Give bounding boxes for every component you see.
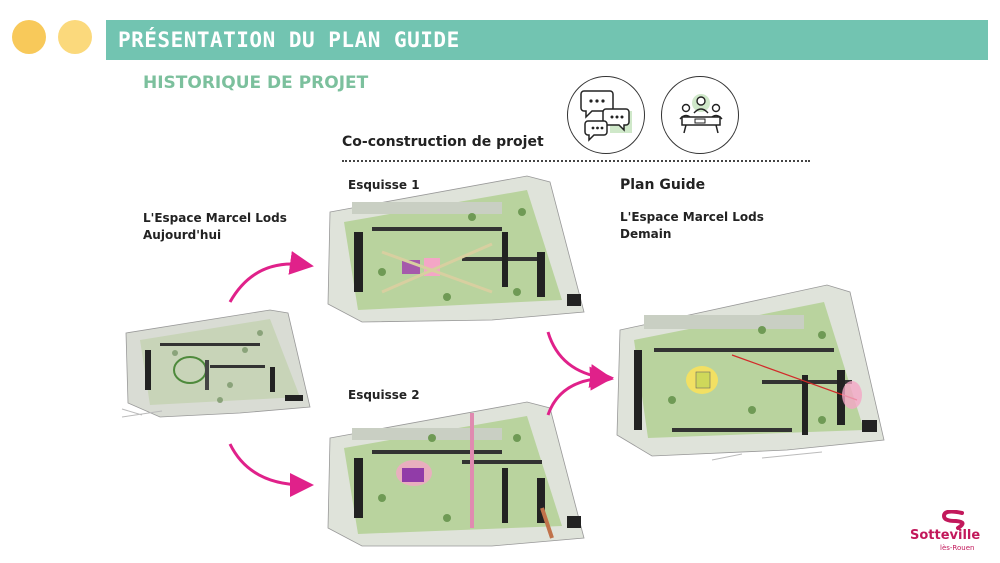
sotteville-logo: Sotteville lès-Rouen: [910, 510, 994, 558]
page-title: PRÉSENTATION DU PLAN GUIDE: [118, 28, 460, 52]
arrow-sketch2-to-plan: [546, 366, 614, 416]
sketch2-label: Esquisse 2: [348, 388, 420, 402]
sketch1-label: Esquisse 1: [348, 178, 420, 192]
dotted-divider: [342, 160, 810, 162]
future-label-line1: L'Espace Marcel Lods: [620, 210, 764, 224]
future-label: L'Espace Marcel Lods Demain: [620, 209, 764, 243]
current-label-line1: L'Espace Marcel Lods: [143, 211, 287, 225]
speech-bubbles-icon: [567, 76, 645, 154]
plan-guide-title: Plan Guide: [620, 177, 706, 193]
decor-dot-2: [58, 20, 92, 54]
current-label: L'Espace Marcel Lods Aujourd'hui: [143, 210, 287, 244]
arrow-sketch1-to-plan: [546, 331, 614, 388]
arrow-to-sketch2: [228, 443, 314, 497]
section-subtitle: HISTORIQUE DE PROJET: [143, 73, 369, 93]
current-label-line2: Aujourd'hui: [143, 228, 222, 242]
logo-subtitle: lès-Rouen: [940, 544, 975, 552]
logo-s-mark-icon: [941, 510, 965, 530]
future-label-line2: Demain: [620, 227, 672, 241]
arrow-to-sketch1: [228, 251, 314, 303]
header-banner: PRÉSENTATION DU PLAN GUIDE: [106, 20, 988, 60]
decor-dot-1: [12, 20, 46, 54]
current-site-map: [121, 309, 311, 418]
sketch1-map: [327, 175, 585, 323]
plan-guide-map: [616, 284, 885, 461]
sketch2-map: [327, 401, 585, 547]
coconstruction-label: Co-construction de projet: [342, 134, 544, 150]
logo-name: Sotteville: [910, 528, 981, 543]
meeting-table-icon: [661, 76, 739, 154]
